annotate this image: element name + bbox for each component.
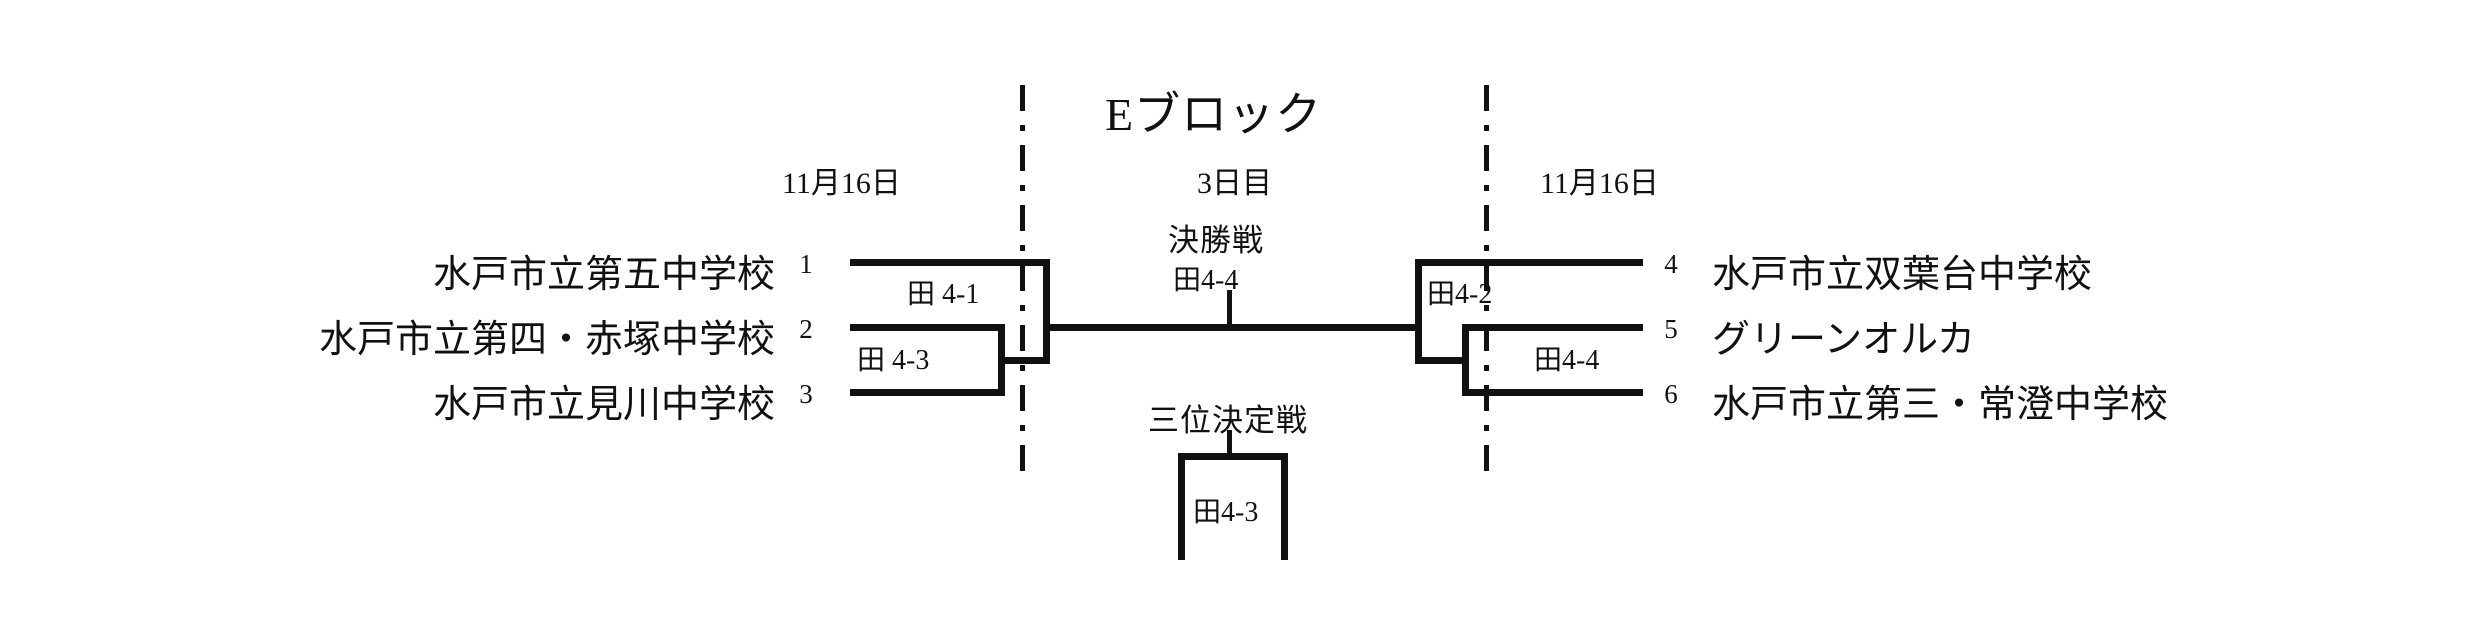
match-label-right-upper: 田4-2: [1427, 279, 1493, 310]
match-label-right-lower: 田4-4: [1534, 345, 1600, 376]
bracket-line-seed2: [850, 324, 1003, 331]
seed-number-1: 1: [799, 249, 813, 279]
third-place-left-line: [1178, 453, 1185, 560]
final-match-label: 決勝戦: [1168, 223, 1264, 258]
bracket-line-seed5: [1462, 324, 1643, 331]
team-name-6: 水戸市立第三・常澄中学校: [1712, 384, 2169, 426]
team-name-5: グリーンオルカ: [1712, 319, 1975, 361]
bracket-join-right-semifinal: [1415, 259, 1422, 364]
team-name-2: 水戸市立第四・赤塚中学校: [318, 319, 775, 361]
bracket-line-seed4: [1415, 259, 1643, 266]
match-label-third-place: 田4-3: [1193, 497, 1259, 528]
third-place-right-line: [1281, 453, 1288, 560]
final-match-tick: [1227, 290, 1232, 326]
bracket-line-seed3: [850, 389, 1003, 396]
seed-number-5: 5: [1664, 314, 1678, 344]
third-place-stem: [1227, 430, 1232, 458]
day-number-label: 3日目: [1197, 167, 1272, 200]
bracket-line-seed6: [1462, 389, 1643, 396]
match-label-left-upper: 田 4-1: [907, 279, 980, 310]
bracket-line-right-lower-winner: [1415, 357, 1467, 364]
bracket-line-seed1: [850, 259, 1050, 266]
bracket-join-left-semifinal: [1043, 259, 1050, 364]
team-name-4: 水戸市立双葉台中学校: [1712, 254, 2093, 296]
third-place-top-line: [1178, 453, 1288, 460]
right-separator-line: [1484, 85, 1489, 483]
seed-number-3: 3: [799, 379, 813, 409]
bracket-line-final: [1043, 324, 1421, 331]
left-date-label: 11月16日: [782, 167, 901, 200]
page-title: Eブロック: [1105, 89, 1323, 140]
bracket-line-left-lower-winner: [998, 357, 1050, 364]
seed-number-6: 6: [1664, 379, 1678, 409]
right-date-label: 11月16日: [1540, 167, 1659, 200]
left-separator-line: [1020, 85, 1025, 483]
match-label-left-lower: 田 4-3: [857, 345, 930, 376]
match-label-final: 田4-4: [1173, 265, 1239, 296]
seed-number-4: 4: [1664, 249, 1678, 279]
team-name-3: 水戸市立見川中学校: [432, 384, 775, 426]
seed-number-2: 2: [799, 314, 813, 344]
team-name-1: 水戸市立第五中学校: [432, 254, 775, 296]
